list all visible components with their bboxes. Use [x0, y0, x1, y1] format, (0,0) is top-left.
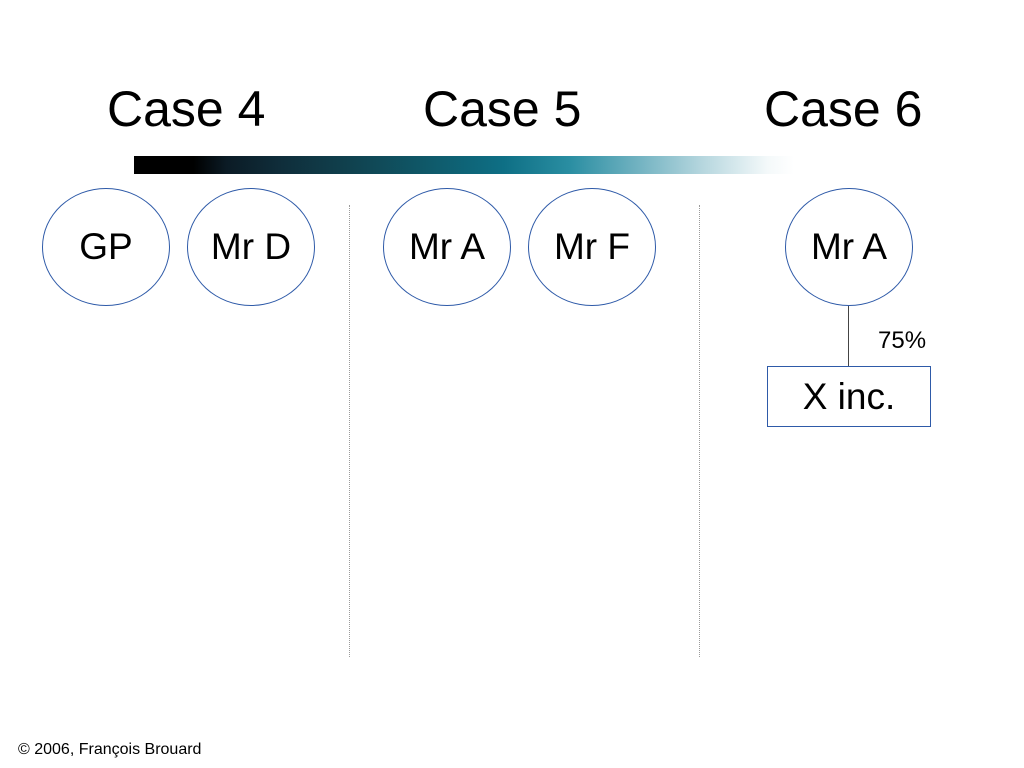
- node-mr-d-label: Mr D: [210, 226, 292, 267]
- ownership-line: [848, 306, 849, 367]
- divider-case-5-6: [699, 205, 700, 657]
- node-mr-f: Mr F: [528, 188, 656, 306]
- node-mr-a-case-6: Mr A: [785, 188, 913, 306]
- node-mr-a-case-6-label: Mr A: [810, 226, 888, 267]
- node-mr-a-case-5: Mr A: [383, 188, 511, 306]
- case-6-title: Case 6: [764, 81, 923, 137]
- case-5-title: Case 5: [423, 81, 582, 137]
- gradient-bar: [134, 156, 794, 174]
- divider-case-4-5: [349, 205, 350, 657]
- node-gp: GP: [42, 188, 170, 306]
- case-4-title: Case 4: [107, 81, 266, 137]
- company-box: X inc.: [767, 366, 931, 427]
- node-mr-a-case-5-label: Mr A: [408, 226, 486, 267]
- company-label: X inc.: [802, 375, 896, 417]
- copyright-footer: © 2006, François Brouard: [18, 741, 202, 758]
- ownership-percent: 75%: [878, 327, 927, 354]
- node-gp-label: GP: [79, 226, 133, 267]
- node-mr-d: Mr D: [187, 188, 315, 306]
- node-mr-f-label: Mr F: [553, 226, 631, 267]
